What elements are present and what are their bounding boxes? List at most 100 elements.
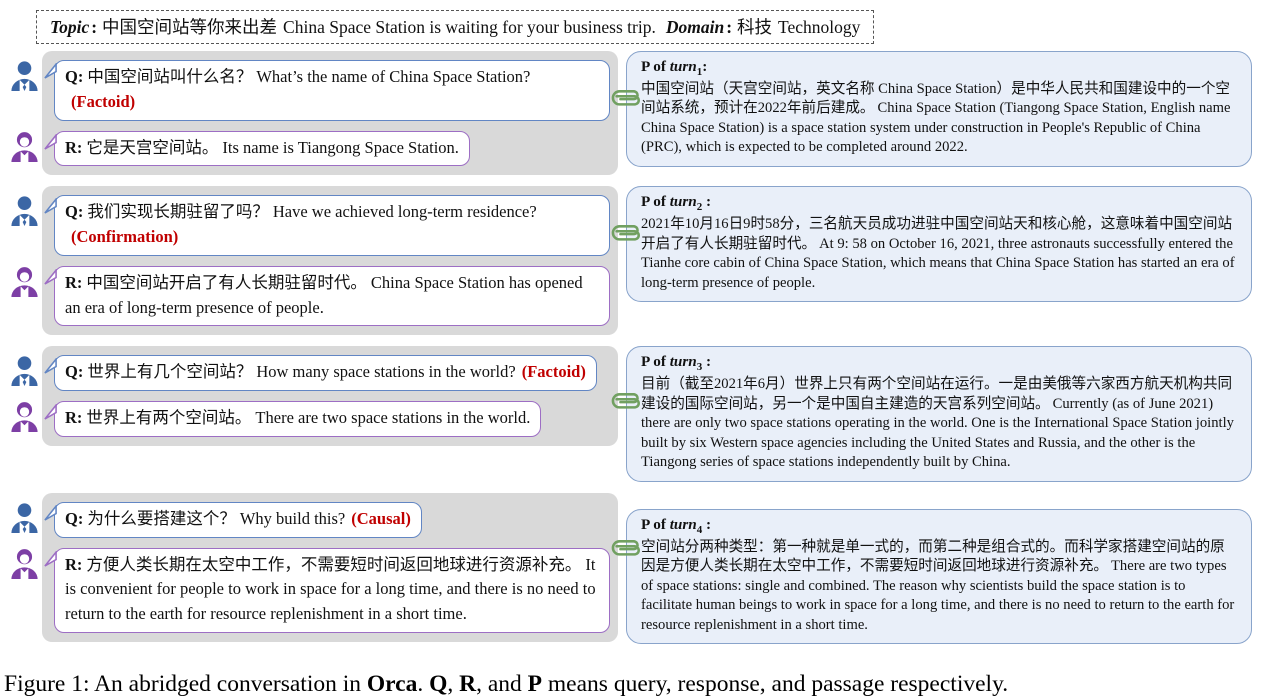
passage-box-2: P of turn2 : 2021年10月16日9时58分，三名航天员成功进驻中… (611, 186, 1252, 303)
query-text-zh: 世界上有几个空间站？ (87, 362, 253, 382)
passage-box-4: P of turn4 : 空间站分两种类型：第一种就是单一式的，而第二种是组合式… (611, 508, 1252, 645)
query-bubble: Q:为什么要搭建这个？Why build this?(Causal) (44, 501, 422, 538)
conversation-turn-1-left: Q:中国空间站叫什么名？What’s the name of China Spa… (6, 51, 618, 176)
domain-en: Technology (778, 17, 861, 37)
passage-text-en: At 9: 58 on October 16, 2021, three astr… (641, 235, 1235, 291)
domain-colon: : (726, 17, 733, 37)
qr-group-3: Q:世界上有几个空间站？How many space stations in t… (11, 346, 618, 446)
response-text-zh: 方便人类长期在太空中工作，不需要短时间返回地球进行资源补充。 (86, 554, 582, 574)
query-bubble: Q:世界上有几个空间站？How many space stations in t… (44, 355, 597, 391)
query-text-zh: 中国空间站叫什么名？ (87, 67, 253, 86)
query-prefix: Q: (65, 508, 84, 528)
user-avatar-icon (8, 59, 41, 92)
user-avatar-icon (8, 194, 41, 227)
domain-zh: 科技 (737, 17, 773, 37)
bubble-tail-icon (44, 63, 57, 79)
response-bubble: R:中国空间站开启了有人长期驻留时代。China Space Station h… (44, 265, 610, 327)
bubble-tail-icon (44, 268, 57, 285)
response-text-en: There are two space stations in the worl… (255, 408, 531, 427)
bubble-tail-icon (44, 358, 57, 374)
passage-text: 目前（截至2021年6月）世界上只有两个空间站在运行。一是由美俄等六家西方航天机… (641, 375, 1238, 473)
query-type-badge: (Factoid) (521, 362, 586, 382)
query-type-badge: (Causal) (351, 508, 411, 528)
bubble-tail-icon (44, 504, 57, 521)
response-text-en: Its name is Tiangong Space Station. (222, 137, 459, 157)
query-row-4: Q:为什么要搭建这个？Why build this?(Causal) (11, 501, 610, 538)
paperclip-icon (610, 86, 646, 114)
query-row-3: Q:世界上有几个空间站？How many space stations in t… (11, 355, 610, 391)
response-text-zh: 世界上有两个空间站。 (86, 408, 252, 427)
conversation-turn-2-left: Q:我们实现长期驻留了吗？Have we achieved long-term … (6, 186, 618, 336)
passage-label: P of turn2 : (641, 193, 712, 214)
response-row-4: R:方便人类长期在太空中工作，不需要短时间返回地球进行资源补充。It is co… (11, 547, 610, 633)
response-prefix: R: (65, 137, 83, 157)
passage-label: P of turn4 : (641, 515, 712, 536)
user-avatar-icon (8, 501, 41, 534)
user-avatar-icon (8, 354, 41, 387)
bubble-tail-icon (44, 198, 57, 214)
query-bubble: Q:我们实现长期驻留了吗？Have we achieved long-term … (44, 195, 610, 256)
passage-label: P of turn3 : (641, 353, 712, 374)
qr-group-1: Q:中国空间站叫什么名？What’s the name of China Spa… (11, 51, 618, 176)
passage-box-1: P of turn1: 中国空间站（天宫空间站，英文名称 China Space… (611, 51, 1252, 167)
response-prefix: R: (65, 554, 83, 574)
passage-label: P of turn1: (641, 58, 708, 79)
query-row-1: Q:中国空间站叫什么名？What’s the name of China Spa… (11, 60, 610, 121)
conversation-turn-2-right: P of turn2 : 2021年10月16日9时58分，三名航天员成功进驻中… (611, 186, 1252, 303)
response-prefix: R: (65, 272, 83, 292)
response-prefix: R: (65, 408, 83, 427)
passage-text: 中国空间站（天宫空间站，英文名称 China Space Station）是中华… (641, 80, 1238, 158)
query-prefix: Q: (65, 67, 84, 86)
passage-text-en: Currently (as of June 2021) there are on… (641, 395, 1234, 471)
response-row-3: R:世界上有两个空间站。There are two space stations… (11, 401, 610, 437)
qr-group-2: Q:我们实现长期驻留了吗？Have we achieved long-term … (11, 186, 618, 336)
topic-zh: 中国空间站等你来出差 (102, 17, 278, 37)
query-prefix: Q: (65, 202, 84, 222)
conversation-turn-3-left: Q:世界上有几个空间站？How many space stations in t… (6, 346, 618, 446)
query-type-badge: (Confirmation) (71, 227, 179, 246)
query-prefix: Q: (65, 362, 84, 382)
response-text-en: China Space Station has opened an era of… (65, 272, 583, 317)
bubble-tail-icon (44, 133, 57, 150)
response-row-2: R:中国空间站开启了有人长期驻留时代。China Space Station h… (11, 265, 610, 327)
assistant-avatar-icon (8, 265, 41, 298)
topic-colon: : (91, 17, 98, 37)
passage-text-zh: 目前（截至2021年6月）世界上只有两个空间站在运行。一是由美俄等六家西方航天机… (641, 376, 1233, 412)
query-text-en: How many space stations in the world? (256, 362, 516, 382)
figure-caption: Figure 1: An abridged conversation in Or… (4, 671, 1009, 698)
passage-text-zh: 空间站分两种类型：第一种就是单一式的，而第二种是组合式的。而科学家搭建空间站的原… (641, 538, 1225, 575)
passage-box-3: P of turn3 : 目前（截至2021年6月）世界上只有两个空间站在运行。… (611, 346, 1252, 482)
response-bubble: R:世界上有两个空间站。There are two space stations… (44, 401, 542, 437)
response-bubble: R:方便人类长期在太空中工作，不需要短时间返回地球进行资源补充。It is co… (44, 547, 610, 633)
passage-text: 空间站分两种类型：第一种就是单一式的，而第二种是组合式的。而科学家搭建空间站的原… (641, 538, 1238, 636)
query-text-en: Have we achieved long-term residence? (272, 202, 537, 222)
conversation-turn-1-right: P of turn1: 中国空间站（天宫空间站，英文名称 China Space… (611, 51, 1252, 167)
response-text-zh: 中国空间站开启了有人长期驻留时代。 (86, 272, 367, 292)
query-type-badge: (Factoid) (71, 91, 136, 111)
assistant-avatar-icon (8, 400, 41, 433)
assistant-avatar-icon (8, 130, 41, 163)
conversation-turn-4-left: Q:为什么要搭建这个？Why build this?(Causal) R:方便人… (6, 492, 618, 642)
passage-text-zh: 2021年10月16日9时58分，三名航天员成功进驻中国空间站天和核心舱，这意味… (641, 216, 1233, 252)
query-text-en: What’s the name of China Space Station? (256, 67, 531, 86)
passage-text: 2021年10月16日9时58分，三名航天员成功进驻中国空间站天和核心舱，这意味… (641, 215, 1238, 293)
response-text-zh: 它是天宫空间站。 (86, 137, 219, 157)
bubble-tail-icon (44, 404, 57, 420)
response-bubble: R:它是天宫空间站。Its name is Tiangong Space Sta… (44, 130, 470, 167)
query-text-zh: 为什么要搭建这个？ (87, 508, 236, 528)
response-row-1: R:它是天宫空间站。Its name is Tiangong Space Sta… (11, 130, 610, 167)
conversation-turn-4-right: P of turn4 : 空间站分两种类型：第一种就是单一式的，而第二种是组合式… (611, 493, 1252, 645)
query-row-2: Q:我们实现长期驻留了吗？Have we achieved long-term … (11, 195, 610, 256)
qr-group-4: Q:为什么要搭建这个？Why build this?(Causal) R:方便人… (11, 492, 618, 642)
passage-text-zh: 中国空间站（天宫空间站，英文名称 China Space Station）是中华… (641, 80, 1231, 117)
topic-en: China Space Station is waiting for your … (283, 17, 656, 37)
paperclip-icon (610, 221, 646, 249)
domain-label: Domain (665, 17, 725, 37)
topic-label: Topic (50, 17, 90, 37)
query-bubble: Q:中国空间站叫什么名？What’s the name of China Spa… (44, 60, 610, 121)
passage-text-en: China Space Station (Tiangong Space Stat… (641, 100, 1231, 156)
query-text-zh: 我们实现长期驻留了吗？ (87, 202, 269, 222)
paperclip-icon (610, 536, 646, 564)
